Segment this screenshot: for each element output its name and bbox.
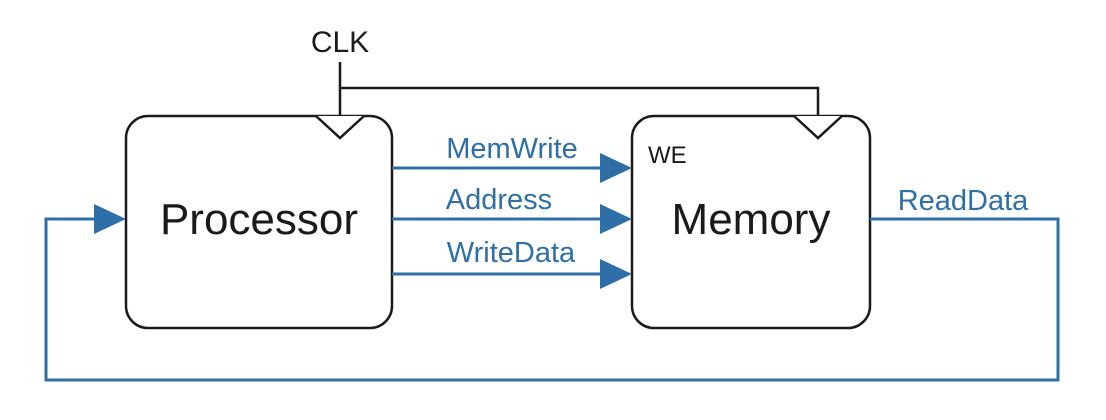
- processor-clock-input-icon: [315, 115, 365, 140]
- writedata-arrow-icon: [600, 259, 632, 289]
- write-enable-label: WE: [648, 142, 687, 169]
- clock-label: CLK: [311, 26, 369, 59]
- processor-label: Processor: [160, 195, 358, 244]
- memwrite-label: MemWrite: [446, 133, 578, 165]
- memory-clock-input-icon: [793, 115, 843, 140]
- clock-wire: [338, 62, 820, 116]
- memory-block: [630, 114, 872, 330]
- processor-block: [124, 114, 394, 330]
- readdata-arrow-icon: [94, 204, 126, 234]
- address-arrow-icon: [600, 204, 632, 234]
- writedata-label: WriteData: [447, 237, 576, 269]
- address-label: Address: [446, 184, 552, 216]
- memwrite-arrow-icon: [600, 153, 632, 183]
- memory-label: Memory: [672, 195, 831, 244]
- readdata-label: ReadData: [898, 185, 1029, 217]
- readdata-wire: [44, 217, 1060, 382]
